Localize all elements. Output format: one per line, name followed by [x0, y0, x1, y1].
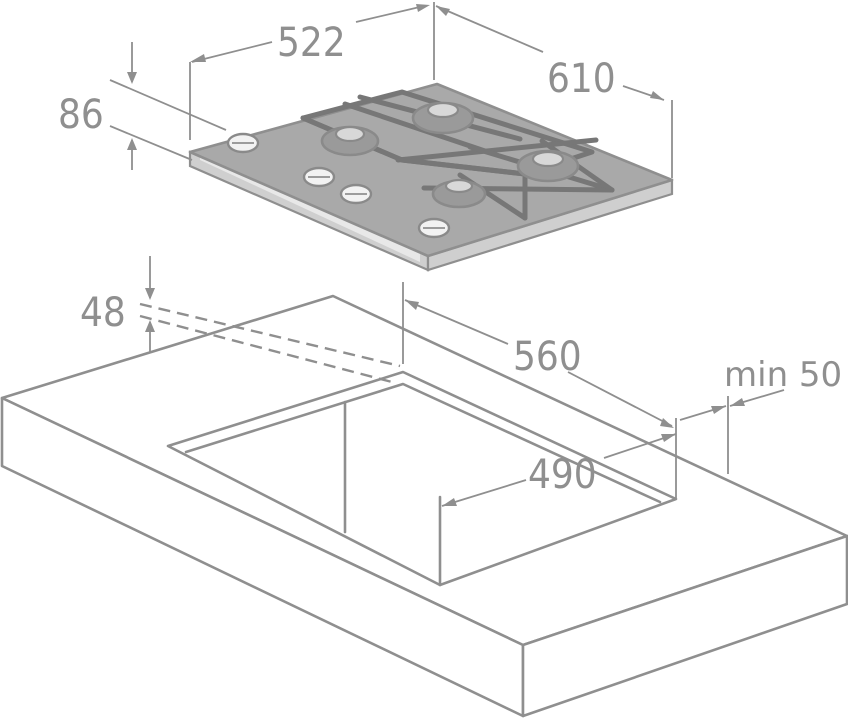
cutout-inner-rim — [184, 382, 662, 504]
cutout-outline — [166, 370, 678, 587]
dimension-48: 48 — [80, 256, 401, 384]
dimension-610: 610 — [435, 5, 673, 178]
dimension-min-50: min 50 — [679, 355, 842, 474]
hob — [188, 82, 674, 272]
dim-label-48: 48 — [80, 290, 126, 336]
dim-label-560: 560 — [513, 334, 582, 380]
dimension-86: 86 — [58, 42, 227, 170]
dim-label-522: 522 — [277, 20, 346, 66]
dim-label-86: 86 — [58, 92, 104, 138]
dim-label-610: 610 — [547, 56, 616, 102]
knob-2 — [302, 166, 336, 188]
worktop-side-face — [521, 534, 848, 718]
knob-1 — [226, 132, 260, 154]
burner-front-left — [431, 178, 487, 209]
dimension-560: 560 — [402, 282, 677, 498]
burner-rear-right — [411, 101, 475, 135]
dimension-490: 490 — [441, 433, 677, 507]
burner-rear-left — [320, 125, 380, 157]
dim-label-490: 490 — [528, 452, 597, 498]
dimension-522: 522 — [189, 2, 435, 140]
burner-front-right — [516, 149, 580, 183]
knob-3 — [339, 183, 373, 205]
knobs — [226, 132, 451, 239]
knob-4 — [417, 217, 451, 239]
cutout — [166, 370, 678, 587]
dim-label-min-50: min 50 — [724, 355, 842, 395]
